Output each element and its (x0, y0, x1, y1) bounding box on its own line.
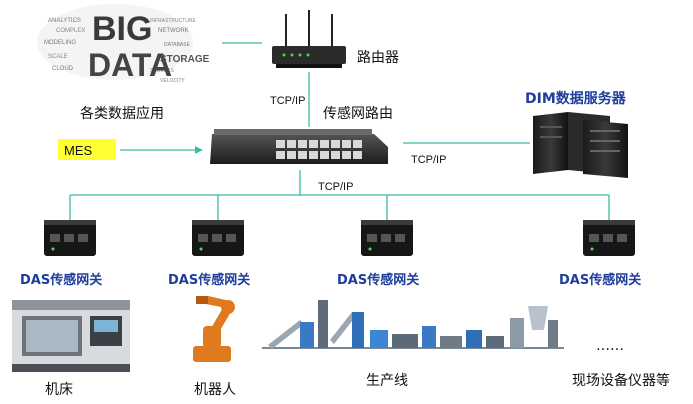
bigdata-word-data: DATA (88, 47, 172, 83)
switch-port (276, 140, 285, 148)
bigdata-logo: ANALYTICS COMPLEX MODELING INFRASTRUCTUR… (37, 4, 210, 84)
switch-port (353, 151, 362, 159)
tcp-label-server: TCP/IP (411, 154, 446, 166)
mes-box (58, 139, 116, 160)
gateway-label: DAS传感网关 (559, 272, 641, 288)
production-line-icon (262, 300, 564, 349)
ellipsis-label: …… (596, 338, 624, 354)
bigdata-small-word: SERVERS (150, 68, 174, 74)
bigdata-small-word: CLOUD (52, 66, 74, 72)
switch-port (320, 151, 329, 159)
dim-server-label: DIM数据服务器 (525, 90, 627, 107)
bigdata-small-word: SCALE (48, 54, 68, 60)
switch-port (287, 151, 296, 159)
router-icon (272, 10, 346, 68)
router-label: 路由器 (357, 50, 399, 66)
gateway-device-icon (192, 220, 244, 256)
tcp-label-bus: TCP/IP (318, 181, 353, 193)
gateway-label: DAS传感网关 (337, 272, 419, 288)
switch-port (298, 151, 307, 159)
switch-port (309, 140, 318, 148)
apps-label: 各类数据应用 (80, 105, 164, 122)
gateway-device-icon (44, 220, 96, 256)
gateway-label: DAS传感网关 (168, 272, 250, 288)
gateway-device-icon (583, 220, 635, 256)
bigdata-small-word: VELOCITY (160, 78, 185, 84)
robot-label: 机器人 (194, 382, 236, 398)
switch-port (309, 151, 318, 159)
gateway-label: DAS传感网关 (20, 272, 102, 288)
bigdata-small-word: DATABASE (164, 42, 191, 48)
switch-port (320, 140, 329, 148)
switch-port (331, 140, 340, 148)
network-switch-icon (210, 129, 388, 164)
bigdata-word-storage: STORAGE (160, 54, 210, 65)
switch-port (298, 140, 307, 148)
mes-label: MES (64, 143, 93, 158)
switch-label: 传感网路由 (323, 105, 393, 122)
gateway-device-icon (361, 220, 413, 256)
field-devices-label: 现场设备仪器等 (572, 372, 670, 389)
switch-port (287, 140, 296, 148)
production-line-label: 生产线 (366, 373, 408, 389)
switch-port (276, 151, 285, 159)
tcp-label-router: TCP/IP (270, 95, 305, 107)
server-rack-icon (533, 112, 628, 178)
switch-port (342, 140, 351, 148)
bigdata-word-big: BIG (92, 10, 152, 48)
industrial-robot-icon (193, 296, 235, 362)
switch-port (331, 151, 340, 159)
switch-port (342, 151, 351, 159)
bigdata-small-word: COMPLEX (56, 28, 85, 34)
machine-tool-label: 机床 (45, 382, 73, 398)
bigdata-small-word: MODELING (44, 40, 76, 46)
bigdata-small-word: NETWORK (158, 28, 189, 34)
bigdata-small-word: INFRASTRUCTURE (150, 18, 196, 24)
switch-port (353, 140, 362, 148)
bigdata-small-word: ANALYTICS (48, 18, 81, 24)
machine-tool-icon (12, 300, 130, 372)
